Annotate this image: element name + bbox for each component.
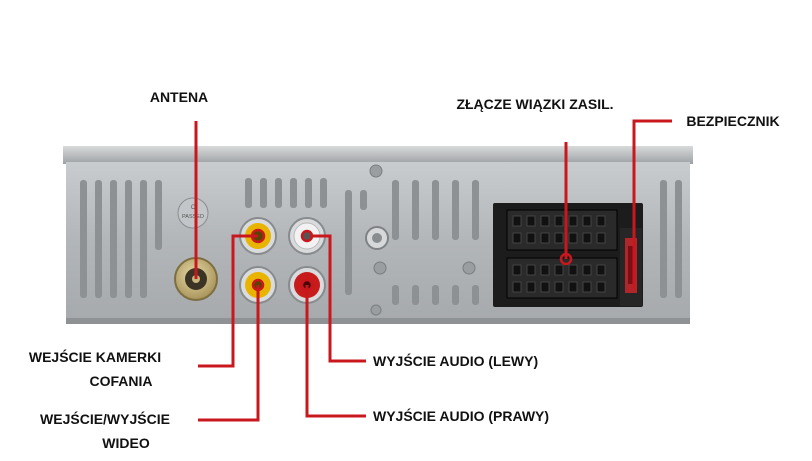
vent-slots-right (660, 180, 682, 298)
label-video-io-line1: WEJŚCIE/WYJŚCIE (40, 410, 170, 427)
label-harness-connector: ZŁĄCZE WIĄZKI ZASIL. (456, 96, 613, 112)
callout-lines (194, 119, 672, 422)
panel-top-edge (63, 146, 693, 164)
cert-mark-line2: PASSED (182, 214, 204, 220)
vent-slots-left (80, 180, 162, 298)
callout-audio-right (305, 285, 366, 418)
rca-white (288, 217, 326, 255)
label-camera-input-line1: WEJŚCIE KAMERKI (29, 348, 161, 365)
label-fuse: BEZPIECZNIK (686, 113, 779, 129)
label-audio-right: WYJŚCIE AUDIO (PRAWY) (373, 407, 549, 424)
cert-mark-line1: C (191, 205, 196, 211)
radio-rear-panel: C PASSED (63, 146, 693, 324)
iso-harness-connector (493, 203, 643, 307)
label-video-io-line2: WIDEO (102, 435, 150, 451)
label-camera-input-line2: COFANIA (90, 373, 153, 389)
callout-audio-left (310, 234, 366, 363)
vent-slots-middle (245, 178, 479, 305)
label-audio-left: WYJŚCIE AUDIO (LEWY) (373, 352, 538, 369)
fuse-holder (620, 228, 642, 306)
callout-video (198, 285, 260, 422)
callout-endpoints (250, 228, 573, 292)
callout-camera (198, 234, 258, 368)
callout-fuse (632, 119, 672, 290)
panel-bottom-edge (66, 318, 690, 324)
label-antenna: ANTENA (150, 89, 208, 105)
certification-mark: C PASSED (177, 197, 209, 229)
mount-screws (365, 164, 476, 316)
